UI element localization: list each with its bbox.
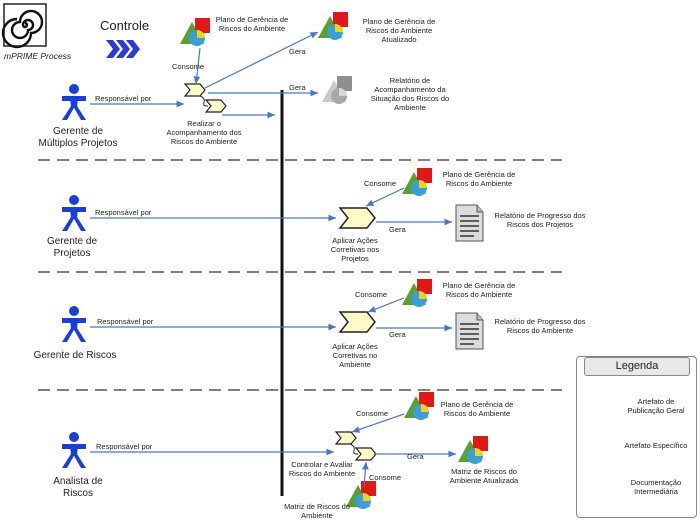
general-artifact-icon [402,279,432,307]
role-label: Gerente de Projetos [46,236,98,259]
activity-icon [205,99,227,113]
specific-artifact-icon [322,76,352,104]
activity-icon [355,447,377,461]
artifact-label: Plano de Gerência de Riscos do Ambiente … [362,17,436,44]
intermediate-document-icon [455,204,484,242]
general-artifact-icon [458,436,488,464]
legend-item-label: Documentação Intermediária [630,478,682,496]
consome-label: Consome [364,179,397,188]
consome-label: Consome [355,290,388,299]
activity-icon [339,207,376,229]
controle-chevron-icon [106,40,140,58]
gera-label: Gera [389,330,406,339]
responsible-label: Responsável por [97,317,154,326]
intermediate-document-icon [455,312,484,350]
responsible-label: Responsável por [95,208,152,217]
artifact-label: Plano de Gerência de Riscos do Ambiente [442,170,516,188]
artifact-label: Relatório de Acompanhamento da Situação … [370,76,450,112]
legend-item-label: Artefato Específico [624,441,688,450]
activity-icon [335,431,357,445]
legend-panel [576,356,697,518]
gera-label: Gera [289,83,306,92]
artifact-label: Plano de Gerência de Riscos do Ambiente [215,15,289,33]
activity-label: Controlar e Avaliar Riscos do Ambiente [288,460,356,478]
artifact-label: Relatório de Progresso dos Riscos dos Pr… [494,211,586,229]
activity-icon [339,311,376,333]
role-label: Analista de Riscos [53,476,103,499]
artifact-label: Plano de Gerência de Riscos do Ambiente [442,281,516,299]
responsible-label: Responsável por [95,94,152,103]
mprime-logo [1,3,47,49]
gera-label: Gera [389,225,406,234]
role-person-icon [62,84,86,120]
activity-icon [184,83,206,97]
role-label: Gerente de Riscos [33,350,117,361]
consome-label: Consome [369,473,402,482]
role-person-icon [62,195,86,231]
page-title: Controle [100,18,150,33]
activity-label: Realizar o Acompanhamento dos Riscos do … [166,119,242,146]
general-artifact-icon [180,18,210,46]
activity-label: Aplicar Ações Corretivas nos Projetos [330,236,380,263]
artifact-label: Matriz de Riscos do Ambiente [284,502,350,520]
artifact-label: Plano de Gerência de Riscos do Ambiente [440,400,514,418]
role-label: Gerente de Múltiplos Projetos [38,126,118,149]
artifact-label: Relatório de Progresso dos Riscos do Amb… [494,317,586,335]
general-artifact-icon [402,168,432,196]
responsible-label: Responsável por [96,442,153,451]
artifact-label: Matriz de Riscos do Ambiente Atualizada [449,467,519,485]
role-person-icon [62,306,86,342]
gera-label: Gera [289,47,306,56]
consome-label: Consome [356,409,389,418]
legend-item-label: Artefato de Publicação Geral [627,397,685,415]
activity-label: Aplicar Ações Corretivas no Ambiente [332,342,378,369]
gera-label: Gera [407,452,424,461]
consome-label: Consome [172,62,205,71]
general-artifact-icon [318,12,348,40]
brand-label: mPRIME Process [4,51,72,61]
general-artifact-icon [404,392,434,420]
role-person-icon [62,432,86,468]
legend-title: Legenda [584,357,690,376]
